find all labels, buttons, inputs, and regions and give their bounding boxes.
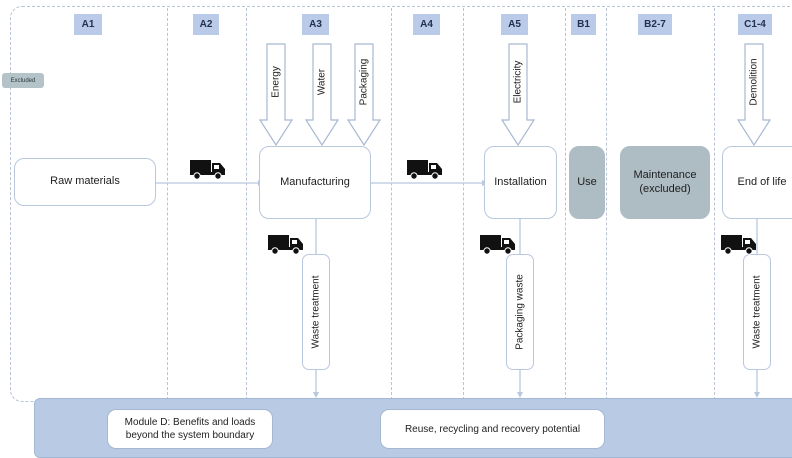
- waste-treatment-a3-box: Waste treatment: [302, 254, 330, 370]
- electricity-label: Electricity: [512, 60, 524, 104]
- packaging-label-wrap: Packaging: [355, 44, 373, 120]
- waste-treatment-c-label: Waste treatment: [751, 275, 763, 349]
- flow-arrowhead: [517, 392, 523, 398]
- stage-divider: [565, 8, 566, 400]
- stage-label-a3: A3: [302, 14, 329, 35]
- water-label: Water: [316, 68, 328, 96]
- energy-label-wrap: Energy: [267, 44, 285, 120]
- excluded-legend: Excluded: [2, 73, 44, 88]
- electricity-input-arrow: [500, 43, 536, 147]
- demolition-label: Demolition: [748, 58, 760, 106]
- water-input-arrow: [304, 43, 340, 147]
- module-d-reuse-box: Reuse, recycling and recovery potential: [380, 409, 605, 449]
- flow-arrowhead: [313, 392, 319, 398]
- maintenance-box: Maintenance (excluded): [620, 146, 710, 219]
- flow-arrowhead: [754, 392, 760, 398]
- stage-label-b2-7: B2-7: [638, 14, 672, 35]
- stage-divider: [714, 8, 715, 400]
- stage-label-c1-4: C1-4: [738, 14, 772, 35]
- stage-divider: [246, 8, 247, 400]
- stage-label-a4: A4: [413, 14, 440, 35]
- water-label-wrap: Water: [313, 44, 331, 120]
- waste-treatment-c-box: Waste treatment: [743, 254, 771, 370]
- truck-icon: [407, 160, 442, 180]
- stage-label-a5: A5: [501, 14, 528, 35]
- electricity-label-wrap: Electricity: [509, 44, 527, 120]
- packaging-input-arrow: [346, 43, 382, 147]
- stage-divider: [391, 8, 392, 400]
- demolition-label-wrap: Demolition: [745, 44, 763, 120]
- manufacturing-box: Manufacturing: [259, 146, 371, 219]
- module-d-benefits-box: Module D: Benefits and loads beyond the …: [107, 409, 273, 449]
- stage-divider: [167, 8, 168, 400]
- stage-divider: [463, 8, 464, 400]
- module-d-band: Module D: Benefits and loads beyond the …: [34, 398, 792, 458]
- waste-treatment-a3-label: Waste treatment: [310, 275, 322, 349]
- packaging-waste-label: Packaging waste: [514, 274, 526, 350]
- energy-label: Energy: [270, 66, 282, 98]
- end-of-life-box: End of life: [722, 146, 792, 219]
- installation-box: Installation: [484, 146, 557, 219]
- stage-label-b1: B1: [571, 14, 596, 35]
- raw-materials-box: Raw materials: [14, 158, 156, 206]
- truck-icon: [480, 235, 515, 255]
- energy-input-arrow: [258, 43, 294, 147]
- packaging-label: Packaging: [358, 58, 370, 106]
- stage-label-a1: A1: [74, 14, 102, 35]
- truck-icon: [190, 160, 225, 180]
- packaging-waste-box: Packaging waste: [506, 254, 534, 370]
- stage-divider: [606, 8, 607, 400]
- truck-icon: [721, 235, 756, 255]
- truck-icon: [268, 235, 303, 255]
- stage-label-a2: A2: [193, 14, 219, 35]
- demolition-input-arrow: [736, 43, 772, 147]
- use-box: Use: [569, 146, 605, 219]
